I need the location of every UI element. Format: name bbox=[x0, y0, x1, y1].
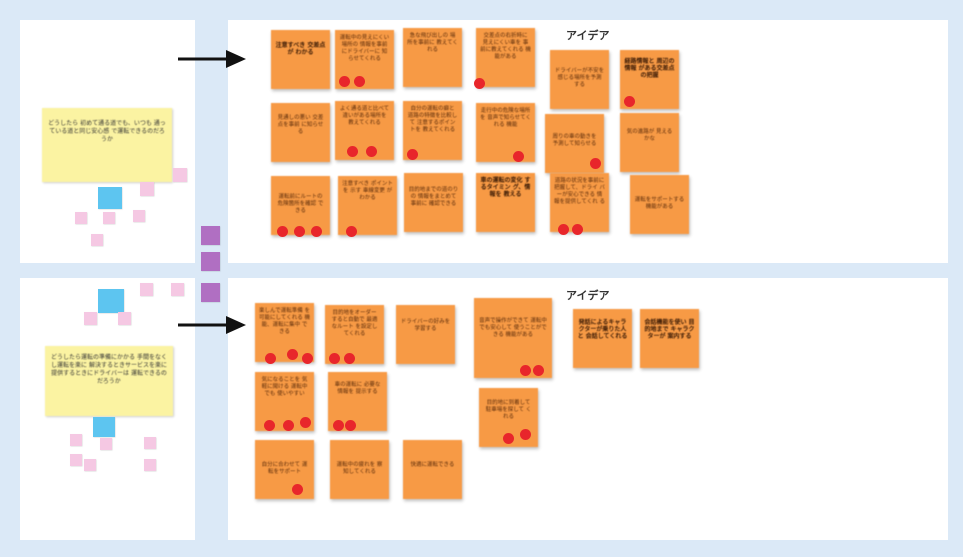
idea-sticky[interactable]: 運転前にルートの 危険箇所を確認 できる bbox=[271, 176, 330, 235]
idea-sticky[interactable]: ドライバーの好みを 学習する bbox=[396, 305, 455, 364]
idea-sticky[interactable]: 発話によるキャラ クターが乗りた人と 会話してくれる bbox=[573, 309, 632, 368]
vote-dot[interactable] bbox=[346, 226, 357, 237]
vote-dot[interactable] bbox=[520, 365, 531, 376]
vote-dot[interactable] bbox=[302, 353, 313, 364]
vote-dot[interactable] bbox=[344, 353, 355, 364]
idea-sticky[interactable]: 急な飛び出しの 場所を事前に 教えてくれる bbox=[403, 28, 462, 87]
mini-note[interactable] bbox=[133, 210, 145, 222]
ideas-heading-bottom: アイデア bbox=[566, 289, 610, 302]
idea-sticky[interactable]: 気の進路が 見えるかな bbox=[620, 113, 679, 172]
vote-dot[interactable] bbox=[300, 417, 311, 428]
mini-note[interactable] bbox=[70, 434, 82, 446]
vote-dot[interactable] bbox=[572, 224, 583, 235]
idea-sticky[interactable]: 快適に運転できる bbox=[403, 440, 462, 499]
idea-sticky[interactable]: 注意すべき 交差点が わかる bbox=[271, 30, 330, 89]
mini-note[interactable] bbox=[84, 312, 97, 325]
vote-dot[interactable] bbox=[558, 224, 569, 235]
vote-dot[interactable] bbox=[624, 96, 635, 107]
vote-dot[interactable] bbox=[339, 76, 350, 87]
vote-dot[interactable] bbox=[407, 149, 418, 160]
mini-note[interactable] bbox=[93, 417, 115, 437]
mini-note[interactable] bbox=[75, 212, 87, 224]
vote-dot[interactable] bbox=[277, 226, 288, 237]
idea-sticky[interactable]: 見通しの悪い 交差点を事前 に知らせる bbox=[271, 103, 330, 162]
mini-note[interactable] bbox=[103, 212, 115, 224]
mini-note[interactable] bbox=[100, 438, 112, 450]
vote-dot[interactable] bbox=[354, 76, 365, 87]
mini-note[interactable] bbox=[98, 289, 124, 313]
mini-note[interactable] bbox=[84, 459, 96, 471]
vote-dot[interactable] bbox=[513, 151, 524, 162]
idea-sticky[interactable]: 音声で操作ができて 運転中でも安心して 使うことができる 機能がある bbox=[474, 298, 552, 378]
vote-dot[interactable] bbox=[287, 349, 298, 360]
idea-sticky[interactable]: 注意すべき ポイントを 示す 車線変更 がわかる bbox=[338, 176, 397, 235]
arrow-right-icon bbox=[178, 316, 246, 334]
idea-sticky[interactable]: 運転中の疲れを 察知してくれる bbox=[330, 440, 389, 499]
mini-note[interactable] bbox=[91, 234, 103, 246]
vote-dot[interactable] bbox=[264, 420, 275, 431]
vote-dot[interactable] bbox=[333, 420, 344, 431]
vote-dot[interactable] bbox=[503, 433, 514, 444]
idea-sticky[interactable]: 走行中の危険な場所を 音声で知らせてくれる 機能 bbox=[476, 103, 535, 162]
mini-note[interactable] bbox=[98, 187, 122, 209]
mini-note[interactable] bbox=[70, 454, 82, 466]
mini-note[interactable] bbox=[171, 283, 184, 296]
mini-note[interactable] bbox=[140, 182, 154, 196]
vote-dot[interactable] bbox=[366, 146, 377, 157]
question-sticky[interactable]: どうしたら 初めて通る道でも、いつも 通っている道と同じ安心感 で運転できるのだ… bbox=[42, 108, 172, 182]
idea-sticky[interactable]: 交差点の右折時に 見えにくい車を 事前に教えてくれる 機能がある bbox=[476, 28, 535, 87]
mini-note[interactable] bbox=[201, 252, 220, 271]
mini-note[interactable] bbox=[144, 437, 156, 449]
mini-note[interactable] bbox=[140, 283, 153, 296]
idea-sticky[interactable]: 道路の状況を事前に 把握して、ドライ バーが安心できる 情報を提供してくれ る bbox=[550, 173, 609, 232]
mini-note[interactable] bbox=[201, 226, 220, 245]
vote-dot[interactable] bbox=[520, 429, 531, 440]
idea-sticky[interactable]: 目的地までの道のりの 情報をまとめて事前に 確認できる bbox=[404, 173, 463, 232]
idea-sticky[interactable]: 自分に合わせて 運転をサポート bbox=[255, 440, 314, 499]
vote-dot[interactable] bbox=[347, 146, 358, 157]
vote-dot[interactable] bbox=[292, 484, 303, 495]
idea-sticky[interactable]: 運転をサポートする 機能がある bbox=[630, 175, 689, 234]
vote-dot[interactable] bbox=[283, 420, 294, 431]
vote-dot[interactable] bbox=[345, 420, 356, 431]
question-sticky[interactable]: どうしたら運転の準備にかかる 手間をなくし運転を楽に 解決するときサービスを楽に… bbox=[45, 346, 173, 416]
vote-dot[interactable] bbox=[265, 353, 276, 364]
vote-dot[interactable] bbox=[590, 158, 601, 169]
idea-sticky[interactable]: よく通る道と比べて 違いがある場所を 教えてくれる bbox=[335, 101, 394, 160]
mini-note[interactable] bbox=[201, 283, 220, 302]
vote-dot[interactable] bbox=[329, 353, 340, 364]
idea-sticky[interactable]: 経路情報と 周辺の情報 がある交差点 の把握 bbox=[620, 50, 679, 109]
vote-dot[interactable] bbox=[474, 78, 485, 89]
arrow-right-icon bbox=[178, 50, 246, 68]
idea-sticky[interactable]: ドライバーが不安を 感じる場所を予測 する bbox=[550, 50, 609, 109]
mini-note[interactable] bbox=[118, 312, 131, 325]
vote-dot[interactable] bbox=[533, 365, 544, 376]
idea-sticky[interactable]: 楽しんで運転準備 を可能にしてくれる 機能、運転に集中 できる bbox=[255, 303, 314, 362]
idea-sticky[interactable]: 会話機能を使い 目的地まで キャラクターが 案内する bbox=[640, 309, 699, 368]
vote-dot[interactable] bbox=[294, 226, 305, 237]
mini-note[interactable] bbox=[173, 168, 187, 182]
mini-note[interactable] bbox=[144, 459, 156, 471]
idea-sticky[interactable]: 車の運転の変化 するタイミン グ、情報を 教える bbox=[476, 173, 535, 232]
vote-dot[interactable] bbox=[311, 226, 322, 237]
ideas-heading-top: アイデア bbox=[566, 29, 610, 42]
